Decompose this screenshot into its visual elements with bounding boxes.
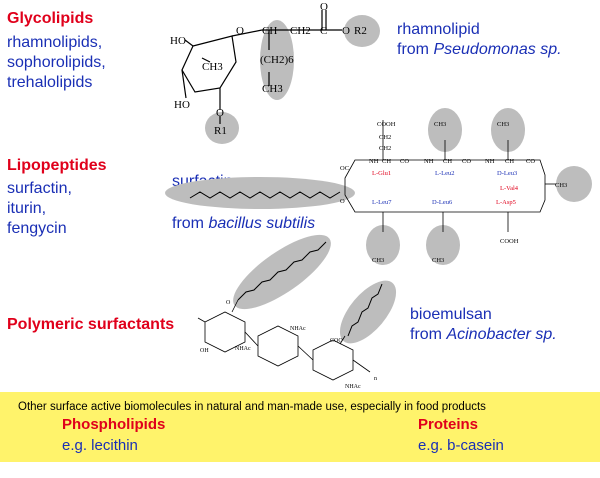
surfactin-ch3-b: CH3 [497, 121, 509, 128]
glycolipids-example-1: rhamnolipids, [7, 34, 103, 51]
rhamno-c-label: C [320, 25, 327, 37]
other-biomolecules-box: Other surface active biomolecules in nat… [0, 392, 600, 462]
surfactin-ch2-a: CH2 [379, 134, 391, 141]
rhamnolipid-caption: rhamnolipid from Pseudomonas sp. [397, 20, 562, 60]
rhamnolipid-labels: O CH CH2 C O O R2 HO CH3 (CH2)6 CH3 HO O… [170, 1, 367, 137]
rhamnolipid-source-species: Pseudomonas sp. [433, 41, 562, 58]
structures-drawing: O CH CH2 C O O R2 HO CH3 (CH2)6 CH3 HO O… [165, 1, 592, 390]
rhamno-r1-label: R1 [214, 125, 227, 137]
bioemulsan-n-label: n [374, 376, 377, 382]
proteins-title: Proteins [418, 416, 479, 433]
bioemulsan-nhac-1: NHAc [290, 326, 306, 332]
surfactin-co-3: CO [526, 158, 535, 165]
bioemulsan-nhac-3: NHAc [345, 384, 361, 390]
bioemulsan-structure: NHAc NHAc NHAc O OH COO n [197, 234, 397, 390]
glycolipids-example-3: trehalolipids [7, 74, 93, 91]
rhamno-ch2-label: CH2 [290, 25, 311, 37]
surfactin-ch3-d: CH3 [372, 257, 384, 264]
bioemulsan-oh-label: OH [200, 348, 209, 354]
rhamno-ch3-chain-label: CH3 [262, 83, 283, 95]
surfactin-structure: COOH CH2 CH2 NH CH CO NH CH CO NH CH CO … [165, 108, 592, 265]
surfactin-ch-2: CH [443, 158, 452, 165]
lipopeptides-title: Lipopeptides [7, 157, 107, 174]
surfactin-residue-d-leu6: D-Leu6 [432, 199, 453, 206]
surfactin-residue-l-asp5: L-Asp5 [496, 199, 516, 206]
surfactin-source-species: bacillus subtilis [208, 215, 316, 232]
lipopeptides-example-2: iturin, [7, 200, 47, 217]
surfactin-o: O [340, 198, 345, 205]
surfactin-ch3-c: CH3 [555, 182, 567, 189]
rhamno-carbonyl-o-label: O [320, 1, 328, 13]
surfactin-residue-l-leu7: L-Leu7 [372, 199, 392, 206]
phospholipids-example: e.g. lecithin [62, 437, 138, 454]
rhamno-o-label: O [236, 25, 244, 37]
bioemulsan-nhac-2: NHAc [235, 346, 251, 352]
surfactin-residue-l-leu2: L-Leu2 [435, 170, 455, 177]
surfactin-ch3-a: CH3 [434, 121, 446, 128]
bioemulsan-caption: bioemulsan from Acinobacter sp. [410, 305, 557, 345]
rhamno-ho-top-label: HO [170, 35, 186, 47]
surfactin-co-2: CO [462, 158, 471, 165]
bioemulsan-o-label: O [226, 300, 231, 306]
surfactin-oc: OC [340, 165, 349, 172]
bioemulsan-caption-name: bioemulsan [410, 306, 492, 323]
surfactin-co-1: CO [400, 158, 409, 165]
glycolipids-examples: rhamnolipids, sophorolipids, trehalolipi… [7, 33, 106, 93]
surfactin-ch-1: CH [382, 158, 391, 165]
glycolipids-title: Glycolipids [7, 10, 94, 27]
bioemulsan-source-species: Acinobacter sp. [446, 326, 557, 343]
rhamno-ho-bottom-label: HO [174, 99, 190, 111]
lipopeptides-example-1: surfactin, [7, 180, 72, 197]
rhamno-o-r1-label: O [216, 107, 224, 119]
phospholipids-title: Phospholipids [62, 416, 166, 433]
rhamnolipid-structure [181, 10, 380, 144]
polymeric-surfactants-title: Polymeric surfactants [7, 316, 175, 333]
surfactin-nh-1: NH [369, 158, 379, 165]
rhamnolipid-caption-name: rhamnolipid [397, 21, 480, 38]
glycolipids-example-2: sophorolipids, [7, 54, 106, 71]
rhamno-ch-label: CH [262, 25, 277, 37]
rhamno-ch3-ring-label: CH3 [202, 61, 223, 73]
rhamno-ch2-chain-label: (CH2)6 [260, 54, 294, 66]
rhamno-r2-label: R2 [354, 25, 367, 37]
other-biomolecules-note: Other surface active biomolecules in nat… [18, 401, 486, 413]
proteins-example: e.g. b-casein [418, 437, 504, 454]
surfactin-cooh-top: COOH [377, 121, 396, 128]
bioemulsan-coo-label: COO [330, 338, 343, 344]
surfactin-ch2-b: CH2 [379, 145, 391, 152]
surfactin-cooh-bottom: COOH [500, 238, 519, 245]
surfactin-nh-3: NH [485, 158, 495, 165]
lipopeptides-examples: surfactin, iturin, fengycin [7, 179, 72, 239]
rhamnolipid-caption-source: from Pseudomonas sp. [397, 41, 562, 58]
surfactin-nh-2: NH [424, 158, 434, 165]
lipopeptides-example-3: fengycin [7, 220, 67, 237]
rhamno-ester-o-label: O [342, 25, 350, 37]
bioemulsan-caption-source: from Acinobacter sp. [410, 326, 557, 343]
surfactin-residue-d-leu3: D-Leu3 [497, 170, 517, 177]
surfactin-residue-l-glu1: L-Glu1 [372, 170, 391, 177]
surfactin-ch3-e: CH3 [432, 257, 444, 264]
surfactin-residue-l-val4: L-Val4 [500, 185, 519, 192]
surfactin-ch-3: CH [505, 158, 514, 165]
surfactin-caption-source: from bacillus subtilis [172, 215, 316, 232]
